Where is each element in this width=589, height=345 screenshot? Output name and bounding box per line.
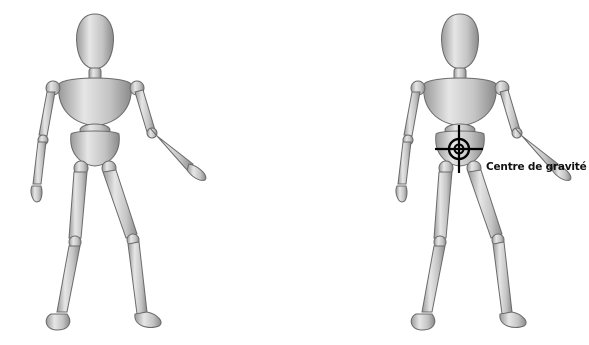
centre-of-gravity-label: Centre de gravité (486, 161, 587, 173)
mannequin-left (31, 14, 206, 330)
